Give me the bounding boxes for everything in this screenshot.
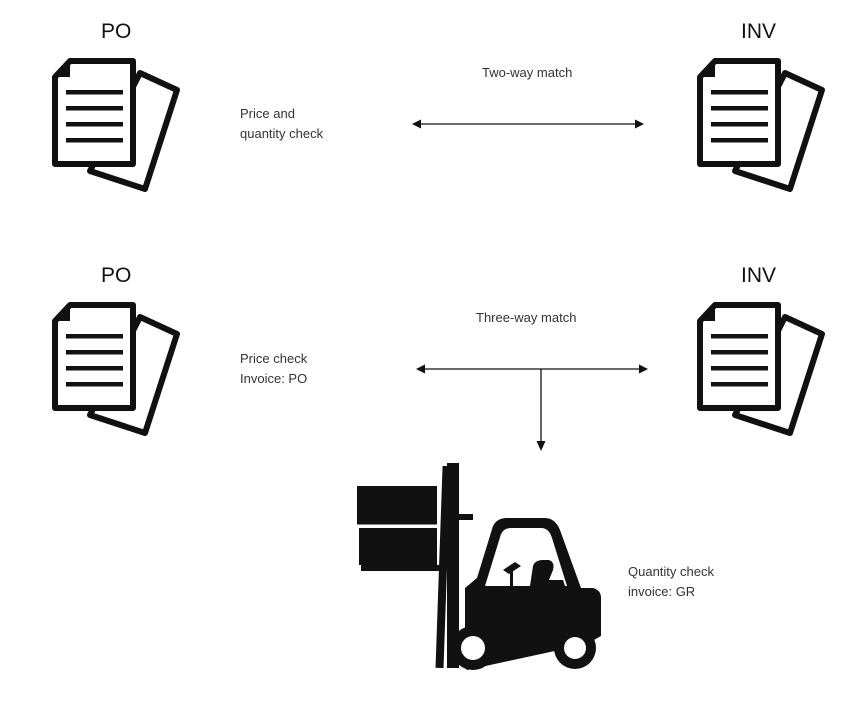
- po-label-two-way: PO: [101, 20, 132, 43]
- goods-receipt-check-line1: Quantity check: [628, 564, 714, 579]
- document-icon: [50, 300, 180, 436]
- forklift-icon: [355, 458, 610, 678]
- three-way-arrow: [414, 360, 650, 454]
- three-way-check-line1: Price check: [240, 351, 308, 366]
- three-way-check-line2: Invoice: PO: [240, 371, 308, 386]
- two-way-match-label: Two-way match: [482, 65, 573, 80]
- two-way-check-line1: Price and: [240, 106, 295, 121]
- po-label-three-way: PO: [101, 264, 132, 287]
- goods-receipt-check-line2: invoice: GR: [628, 584, 696, 599]
- document-icon: [50, 56, 180, 192]
- two-way-check-line2: quantity check: [240, 126, 324, 141]
- two-way-arrow: [410, 116, 646, 132]
- document-icon: [695, 300, 825, 436]
- inv-label-three-way: INV: [741, 264, 777, 287]
- document-icon: [695, 56, 825, 192]
- three-way-match-label: Three-way match: [476, 310, 577, 325]
- inv-label-two-way: INV: [741, 20, 777, 43]
